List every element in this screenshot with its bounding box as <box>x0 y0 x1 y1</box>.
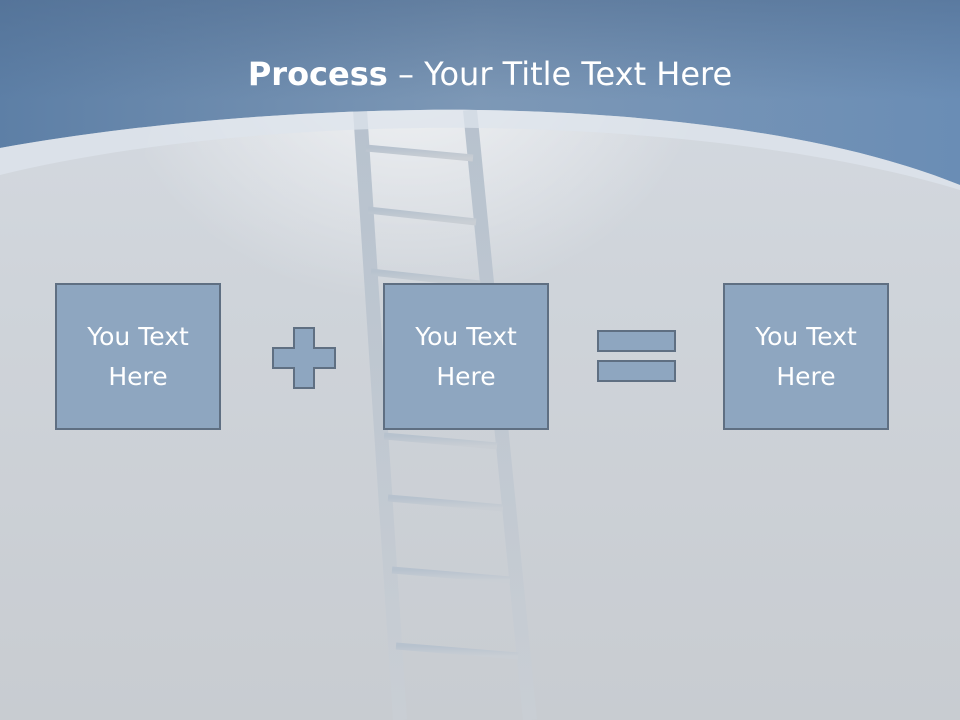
title-bold: Process <box>247 55 388 93</box>
text-box-1[interactable]: You Text Here <box>55 283 221 430</box>
text-box-1-label: You Text Here <box>87 321 189 391</box>
text-box-2[interactable]: You Text Here <box>383 283 549 430</box>
plus-icon <box>272 327 336 389</box>
title-rest: Your Title Text Here <box>424 55 733 93</box>
equals-icon <box>597 330 676 382</box>
text-box-2-label: You Text Here <box>415 321 517 391</box>
text-box-3-label: You Text Here <box>755 321 857 391</box>
slide-title: Process – Your Title Text Here <box>0 52 960 96</box>
title-separator: – <box>387 55 425 93</box>
text-box-3[interactable]: You Text Here <box>723 283 889 430</box>
